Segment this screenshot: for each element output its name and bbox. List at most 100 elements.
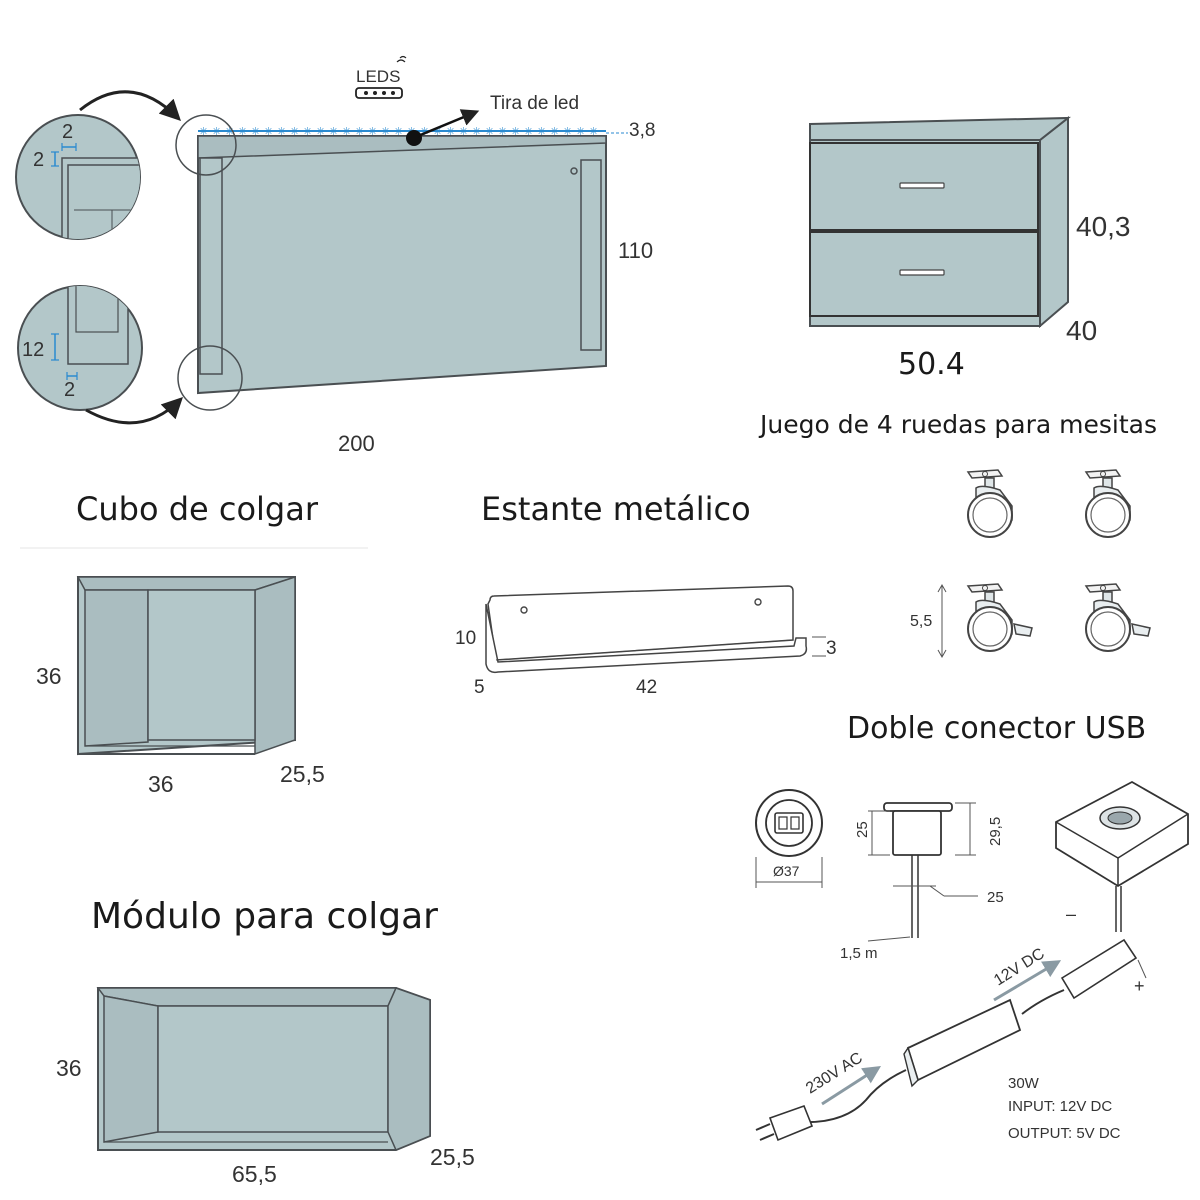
svg-text:2: 2	[64, 379, 75, 401]
svg-text:230V AC: 230V AC	[803, 1050, 866, 1098]
svg-text:Ø37: Ø37	[773, 863, 800, 879]
svg-text:2: 2	[33, 149, 44, 171]
svg-text:LEDS: LEDS	[356, 67, 400, 86]
caster-wheel-with-brake	[966, 583, 1033, 652]
led-star-icon: ✳	[576, 125, 585, 138]
led-strip-arrow	[417, 109, 480, 138]
svg-text:25: 25	[854, 821, 871, 838]
led-star-icon: ✳	[238, 125, 247, 138]
svg-text:5,5: 5,5	[910, 613, 932, 630]
led-star-icon: ✳	[433, 125, 442, 138]
led-star-icon: ✳	[381, 125, 390, 138]
led-star-icon: ✳	[550, 125, 559, 138]
headboard-height-label: 110	[618, 238, 653, 263]
detail-arrow-top	[79, 90, 181, 121]
led-star-icon: ✳	[537, 125, 546, 138]
usb-front-view: Ø37	[755, 789, 823, 888]
led-star-icon: ✳	[342, 125, 351, 138]
svg-text:OUTPUT: 5V DC: OUTPUT: 5V DC	[1008, 1125, 1121, 1142]
caster-wheel	[1084, 469, 1131, 538]
module-height-label: 36	[56, 1055, 82, 1081]
drawer-bottom	[809, 231, 1039, 317]
led-star-icon: ✳	[368, 125, 377, 138]
led-star-icon: ✳	[290, 125, 299, 138]
led-star-icon: ✳	[264, 125, 273, 138]
wheels-title: Juego de 4 ruedas para mesitas	[758, 410, 1157, 439]
svg-text:INPUT: 12V DC: INPUT: 12V DC	[1008, 1098, 1112, 1115]
module-depth-label: 25,5	[430, 1144, 475, 1170]
svg-text:+: +	[1134, 976, 1145, 996]
detail-arrow-bottom	[85, 397, 183, 425]
led-star-icon: ✳	[212, 125, 221, 138]
svg-text:30W: 30W	[1008, 1075, 1040, 1092]
svg-text:–: –	[1066, 904, 1076, 924]
led-star-icon: ✳	[446, 125, 455, 138]
detail-marker-top	[175, 114, 237, 176]
drawer-handle-top	[899, 182, 945, 189]
led-height-label: 3,8	[629, 120, 655, 141]
led-star-icon: ✳	[459, 125, 468, 138]
svg-text:12: 12	[22, 339, 44, 361]
nightstand-depth-label: 40	[1066, 315, 1097, 346]
headboard-width-label: 200	[338, 431, 375, 456]
cube-title: Cubo de colgar	[76, 490, 319, 528]
led-star-icon: ✳	[199, 125, 208, 138]
led-star-icon: ✳	[329, 125, 338, 138]
caster-wheel	[966, 469, 1013, 538]
detail-circle-bottom: 12 2	[17, 285, 143, 411]
shelf-depth-label: 5	[474, 677, 485, 698]
caster-wheel-with-brake	[1084, 583, 1151, 652]
nightstand-top	[809, 116, 1071, 141]
detail-circle-top: 2 2	[15, 114, 141, 240]
headboard-left-post	[199, 157, 223, 375]
led-strip-label: Tira de led	[490, 93, 579, 114]
usb-side-view: 25 29,5 25 1,5 m	[840, 802, 1004, 962]
nightstand-height-label: 40,3	[1076, 211, 1131, 242]
svg-text:12V DC: 12V DC	[991, 945, 1048, 989]
cube-depth-label: 25,5	[280, 761, 325, 787]
module-title: Módulo para colgar	[91, 896, 438, 937]
wheel-height-dimension: 5,5	[910, 583, 947, 659]
svg-text:1,5 m: 1,5 m	[840, 945, 878, 962]
cube-height-label: 36	[36, 663, 62, 689]
headboard-right-post	[580, 159, 602, 351]
led-star-icon: ✳	[511, 125, 520, 138]
shelf-diagram	[485, 585, 826, 674]
led-strip-dot	[406, 130, 422, 146]
module-width-label: 65,5	[232, 1161, 277, 1187]
plug-icon	[768, 1104, 814, 1142]
headboard-panel	[197, 135, 607, 395]
shelf-title: Estante metálico	[481, 490, 751, 528]
led-star-icon: ✳	[563, 125, 572, 138]
svg-text:25: 25	[987, 889, 1004, 906]
led-star-icon: ✳	[277, 125, 286, 138]
usb-install-diagram: – + 12V DC 230V AC 30W INPUT: 12V DC OUT…	[755, 780, 1189, 1142]
svg-text:2: 2	[62, 121, 73, 143]
led-star-icon: ✳	[394, 125, 403, 138]
module-diagram	[96, 987, 431, 1151]
shelf-height-label: 10	[455, 628, 476, 649]
led-star-icon: ✳	[485, 125, 494, 138]
led-star-icon: ✳	[225, 125, 234, 138]
cube-diagram	[76, 575, 296, 756]
nightstand-diagram: 40,3 40 50.4	[809, 115, 1131, 382]
led-star-icon: ✳	[316, 125, 325, 138]
drawer-handle-bottom	[899, 269, 945, 276]
detail-marker-bottom	[177, 345, 243, 411]
led-star-icon: ✳	[589, 125, 598, 138]
cube-width-label: 36	[148, 771, 174, 797]
headboard-top-bar	[197, 135, 607, 159]
nightstand-width-label: 50.4	[898, 347, 965, 382]
led-strip-stars: ✳✳✳✳✳✳✳✳✳✳✳✳✳✳✳✳✳✳✳✳✳✳✳✳✳✳✳✳✳✳✳	[199, 125, 598, 138]
led-star-icon: ✳	[303, 125, 312, 138]
led-star-icon: ✳	[498, 125, 507, 138]
usb-title: Doble conector USB	[847, 711, 1146, 746]
svg-text:29,5: 29,5	[987, 817, 1004, 846]
led-star-icon: ✳	[355, 125, 364, 138]
leds-icon: LEDS	[355, 55, 407, 99]
shelf-lip-label: 3	[826, 638, 837, 659]
shelf-width-label: 42	[636, 677, 657, 698]
screw-hole	[570, 167, 578, 175]
